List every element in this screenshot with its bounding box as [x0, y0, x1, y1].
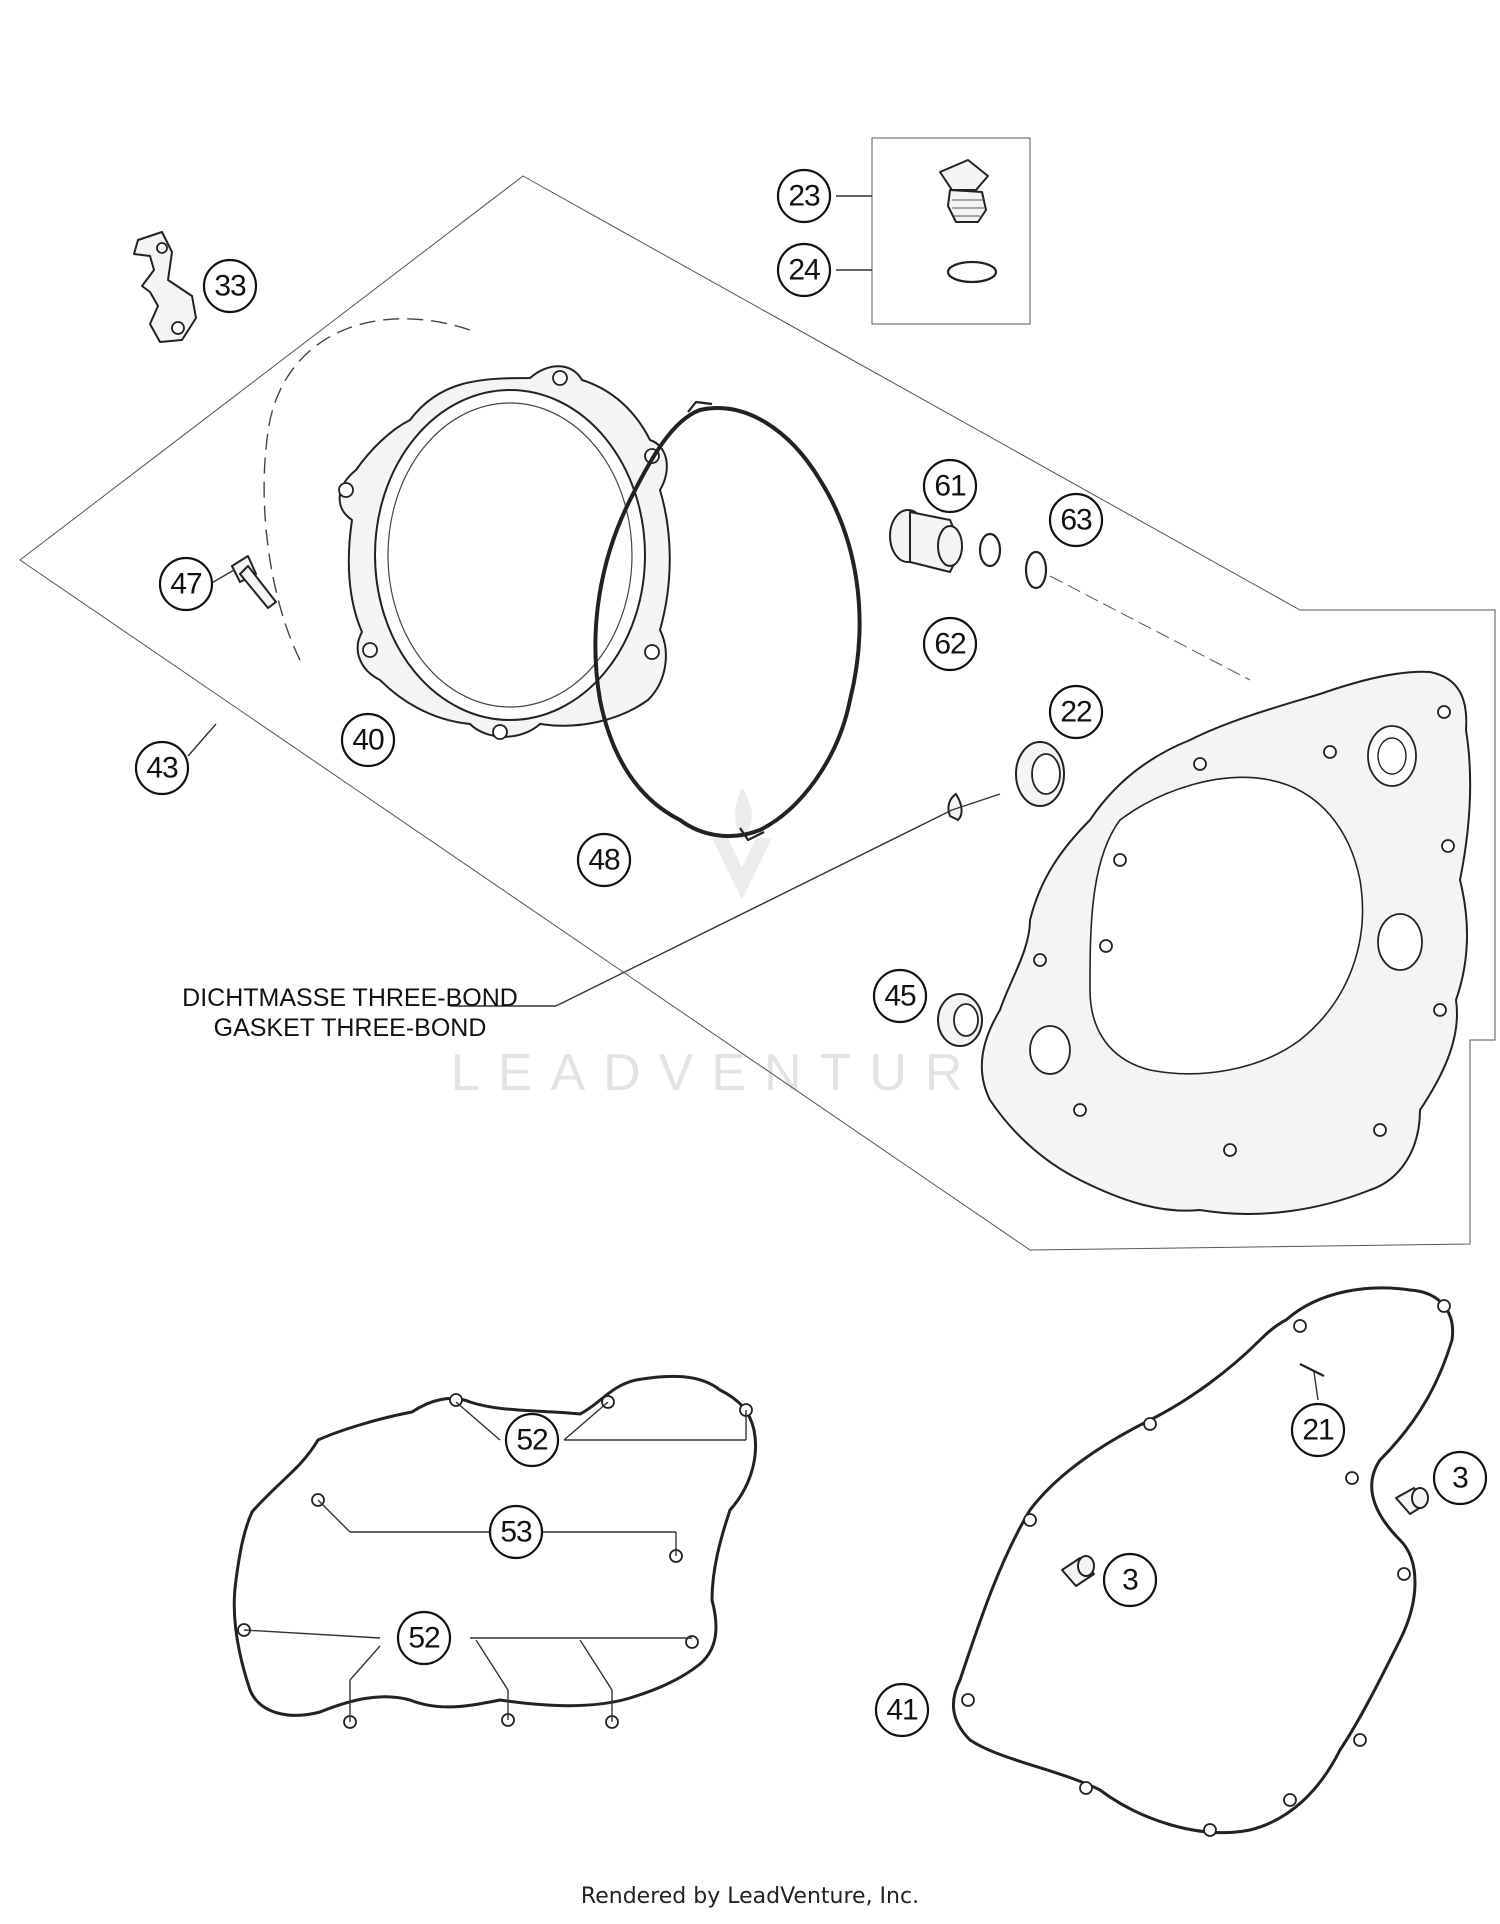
- note-line-1: DICHTMASSE THREE-BOND: [182, 984, 518, 1012]
- svg-text:45: 45: [884, 980, 916, 1013]
- gasket-part-41: [951, 1286, 1455, 1835]
- gasket-part-48: [593, 406, 862, 838]
- callout-62[interactable]: 62: [922, 616, 978, 672]
- callout-41[interactable]: 41: [874, 1682, 930, 1738]
- svg-text:40: 40: [352, 724, 384, 757]
- svg-text:62: 62: [934, 628, 966, 661]
- footer-credit: Rendered by LeadVenture, Inc.: [580, 1884, 920, 1909]
- callout-3-right[interactable]: 3: [1432, 1450, 1488, 1506]
- svg-text:48: 48: [588, 844, 620, 877]
- svg-text:53: 53: [500, 1516, 532, 1549]
- svg-text:52: 52: [408, 1622, 440, 1655]
- oil-plug-part: [939, 159, 989, 223]
- svg-text:61: 61: [934, 470, 966, 503]
- callout-61[interactable]: 61: [922, 458, 978, 514]
- svg-text:47: 47: [170, 568, 202, 601]
- shaft-part-61: [889, 509, 963, 573]
- svg-text:3: 3: [1452, 1462, 1468, 1495]
- circlip-part-63: [1024, 550, 1048, 590]
- callout-43[interactable]: 43: [134, 740, 190, 796]
- svg-text:63: 63: [1060, 504, 1092, 537]
- svg-text:3: 3: [1122, 1564, 1138, 1597]
- watermark: LEADVENTURE: [451, 788, 1033, 1102]
- leader-lines-52-53: [243, 1401, 747, 1722]
- svg-text:43: 43: [146, 752, 178, 785]
- callout-23[interactable]: 23: [776, 168, 832, 224]
- oring-part-24: [946, 260, 998, 284]
- ring-part-62: [978, 532, 1002, 568]
- svg-text:52: 52: [516, 1424, 548, 1457]
- callout-40[interactable]: 40: [340, 712, 396, 768]
- gasket-part-52-53: [232, 1374, 758, 1717]
- dowel-part-3a: [1395, 1487, 1429, 1515]
- housing-part: [980, 670, 1472, 1215]
- kit-box-23-24: [871, 137, 1031, 325]
- assembly-outline-43: [19, 175, 1496, 1251]
- callout-48[interactable]: 48: [576, 832, 632, 888]
- svg-text:33: 33: [214, 270, 246, 303]
- svg-text:41: 41: [886, 1694, 918, 1727]
- callout-52-upper[interactable]: 52: [504, 1412, 560, 1468]
- pin-part-21: [1299, 1363, 1325, 1377]
- bracket-part-33: [133, 231, 197, 343]
- svg-text:24: 24: [788, 254, 820, 287]
- callout-3-center[interactable]: 3: [1102, 1552, 1158, 1608]
- seal-part-45: [937, 993, 983, 1047]
- clutch-cover-part-40: [338, 365, 671, 740]
- svg-text:22: 22: [1060, 696, 1092, 729]
- callout-22[interactable]: 22: [1048, 684, 1104, 740]
- dowel-part-3b: [1061, 1555, 1095, 1587]
- svg-text:23: 23: [788, 180, 820, 213]
- callout-21[interactable]: 21: [1290, 1402, 1346, 1458]
- watermark-text: LEADVENTURE: [451, 1044, 1033, 1102]
- callout-52-lower[interactable]: 52: [396, 1610, 452, 1666]
- callout-63[interactable]: 63: [1048, 492, 1104, 548]
- note-line-2: GASKET THREE-BOND: [214, 1014, 487, 1042]
- callout-53[interactable]: 53: [488, 1504, 544, 1560]
- bolt-part-47: [209, 555, 277, 609]
- bearing-part-22: [1015, 741, 1065, 807]
- callout-33[interactable]: 33: [202, 258, 258, 314]
- clutch-disc-outline: [263, 318, 471, 661]
- sealant-drop: [947, 793, 963, 821]
- callout-24[interactable]: 24: [776, 242, 832, 298]
- callout-47[interactable]: 47: [158, 556, 214, 612]
- svg-text:21: 21: [1302, 1414, 1334, 1447]
- callout-45[interactable]: 45: [872, 968, 928, 1024]
